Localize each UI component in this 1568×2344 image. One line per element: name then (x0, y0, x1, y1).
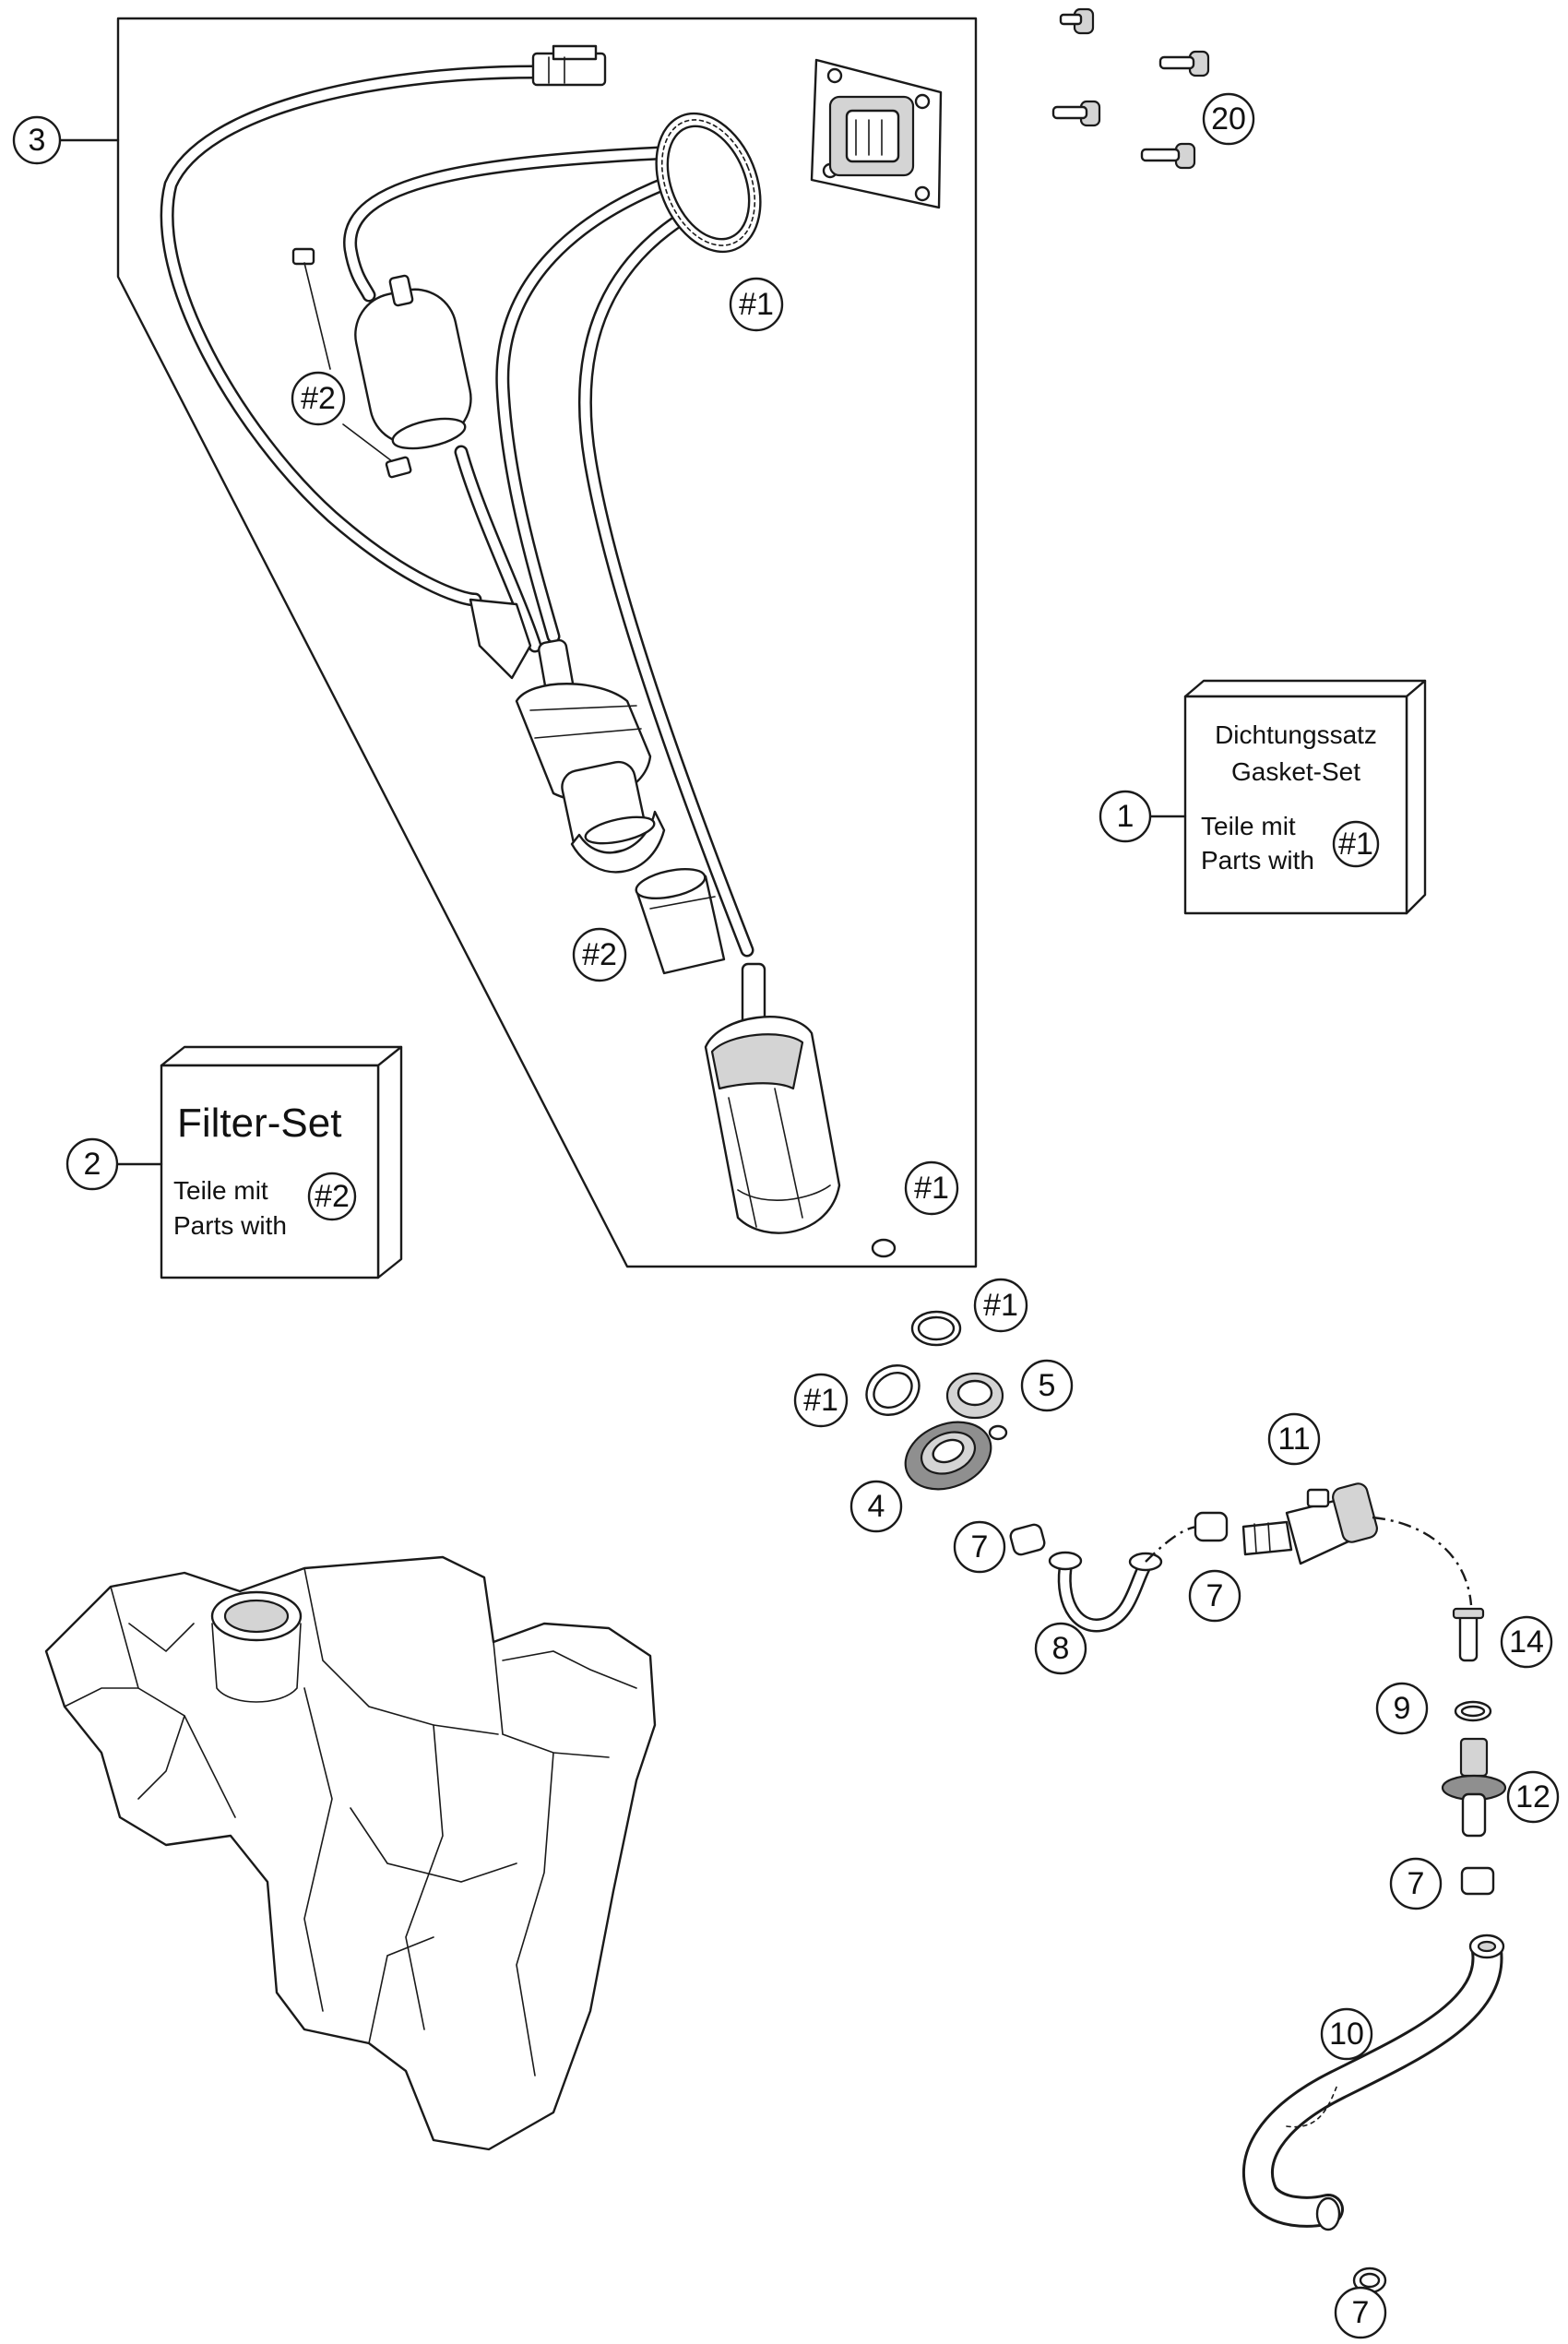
svg-text:7: 7 (971, 1529, 989, 1565)
callout-1: 1 (1099, 790, 1152, 843)
callout-7-d: 7 (1334, 2286, 1387, 2339)
svg-text:#1: #1 (914, 1171, 949, 1206)
plug-14 (1452, 1607, 1485, 1662)
screw-2 (1158, 50, 1210, 77)
svg-text:11: 11 (1277, 1422, 1310, 1457)
pump-cover-plate (810, 58, 943, 209)
screw-1 (1059, 7, 1095, 35)
pump-pre-filter-sleeve (635, 867, 726, 975)
callout-12: 12 (1506, 1770, 1560, 1824)
gasket-ring-medium (910, 1310, 962, 1347)
fuel-filter (354, 274, 472, 450)
callout-4: 4 (849, 1480, 903, 1533)
gasket-set-title-en: Gasket-Set (1231, 757, 1360, 786)
callout-5: 5 (1020, 1359, 1074, 1412)
svg-text:#1: #1 (739, 287, 774, 322)
fuel-pump-body (469, 598, 666, 874)
svg-text:#1: #1 (803, 1383, 838, 1418)
callout-gasket-1-pump: #1 (904, 1160, 959, 1216)
svg-text:1: 1 (1117, 799, 1134, 834)
o-ring-small (871, 1238, 897, 1258)
svg-text:10: 10 (1329, 2017, 1364, 2052)
callout-gasket-1-top: #1 (729, 277, 784, 332)
svg-text:4: 4 (868, 1489, 885, 1524)
callout-filter-2-sleeve: #2 (572, 927, 627, 982)
svg-text:7: 7 (1352, 2295, 1370, 2330)
screw-3 (1051, 100, 1101, 127)
filter-set-title: Filter-Set (177, 1101, 341, 1146)
leader-filter-bottom (342, 423, 393, 462)
svg-text:#1: #1 (1338, 827, 1373, 862)
module-fuel-hose-right (577, 186, 754, 958)
svg-text:#2: #2 (301, 381, 336, 416)
fuel-pump-assembly-frame (116, 17, 978, 1268)
callout-filter-box-ref: #2 (307, 1172, 357, 1221)
o-ring-9 (1454, 1700, 1492, 1722)
gasket-parts-with-de: Teile mit (1201, 812, 1296, 840)
module-fuel-hose-left (343, 145, 685, 303)
hose-elbow-8 (1048, 1551, 1163, 1633)
svg-text:8: 8 (1052, 1631, 1070, 1666)
filter-end-cap-bottom (385, 456, 412, 479)
callout-8: 8 (1034, 1622, 1087, 1675)
svg-text:5: 5 (1039, 1368, 1056, 1403)
filter-parts-with-de: Teile mit (173, 1176, 268, 1205)
callout-gasket-1-ring-large: #1 (793, 1373, 849, 1428)
gasket-parts-with-en: Parts with (1201, 846, 1314, 875)
screw-4 (1140, 142, 1196, 170)
wiring-harness (160, 65, 542, 607)
filter-end-cap-top (291, 247, 315, 266)
tap-flange-4 (904, 1421, 992, 1491)
callout-gasket-box-ref: #1 (1332, 820, 1380, 868)
svg-text:12: 12 (1515, 1779, 1550, 1815)
callout-filter-2-top: #2 (291, 371, 346, 426)
callout-14: 14 (1500, 1615, 1553, 1669)
callout-7-b: 7 (1188, 1569, 1241, 1623)
callout-2: 2 (65, 1137, 119, 1191)
callout-3: 3 (12, 115, 62, 165)
callout-gasket-1-ring-medium: #1 (973, 1278, 1028, 1333)
callout-9: 9 (1375, 1682, 1429, 1735)
pump-flange-ring (655, 112, 762, 254)
svg-text:#2: #2 (315, 1179, 350, 1214)
leader-filter-top (303, 262, 331, 370)
svg-text:#1: #1 (983, 1288, 1018, 1323)
hose-clamp-c (1460, 1866, 1495, 1896)
svg-text:2: 2 (84, 1147, 101, 1182)
filter-set-box: Filter-Set Teile mit Parts with (160, 1045, 403, 1279)
dash-line-coupler-plug (1372, 1516, 1473, 1606)
svg-text:3: 3 (29, 123, 46, 158)
svg-text:#2: #2 (582, 937, 617, 972)
wire-connector (531, 44, 607, 87)
hose-nipple-12 (1441, 1737, 1507, 1838)
fuel-tank (44, 1555, 657, 2151)
module-fuel-hose-middle (495, 163, 708, 644)
svg-text:20: 20 (1211, 101, 1246, 137)
hose-clamp-b (1194, 1511, 1229, 1542)
callout-7-c: 7 (1389, 1857, 1443, 1910)
quick-coupler-11 (1241, 1482, 1378, 1565)
drain-hose-10 (1241, 1934, 1505, 2231)
svg-text:9: 9 (1394, 1691, 1411, 1726)
svg-text:14: 14 (1509, 1624, 1544, 1660)
gasket-ring-large (865, 1364, 921, 1416)
callout-20: 20 (1202, 92, 1255, 146)
callout-11: 11 (1267, 1412, 1321, 1466)
pump-housing-cup (704, 962, 841, 1234)
filter-parts-with-en: Parts with (173, 1211, 287, 1240)
callout-7-a: 7 (953, 1520, 1006, 1574)
tap-seal-5 (945, 1372, 1008, 1441)
svg-text:7: 7 (1408, 1866, 1425, 1901)
callout-10: 10 (1320, 2007, 1373, 2061)
hose-clamp-a (1009, 1523, 1046, 1556)
svg-text:7: 7 (1206, 1578, 1224, 1613)
gasket-set-title-de: Dichtungssatz (1215, 720, 1377, 749)
gasket-set-box: Dichtungssatz Gasket-Set Teile mit Parts… (1183, 679, 1427, 915)
module-return-line (454, 445, 542, 653)
